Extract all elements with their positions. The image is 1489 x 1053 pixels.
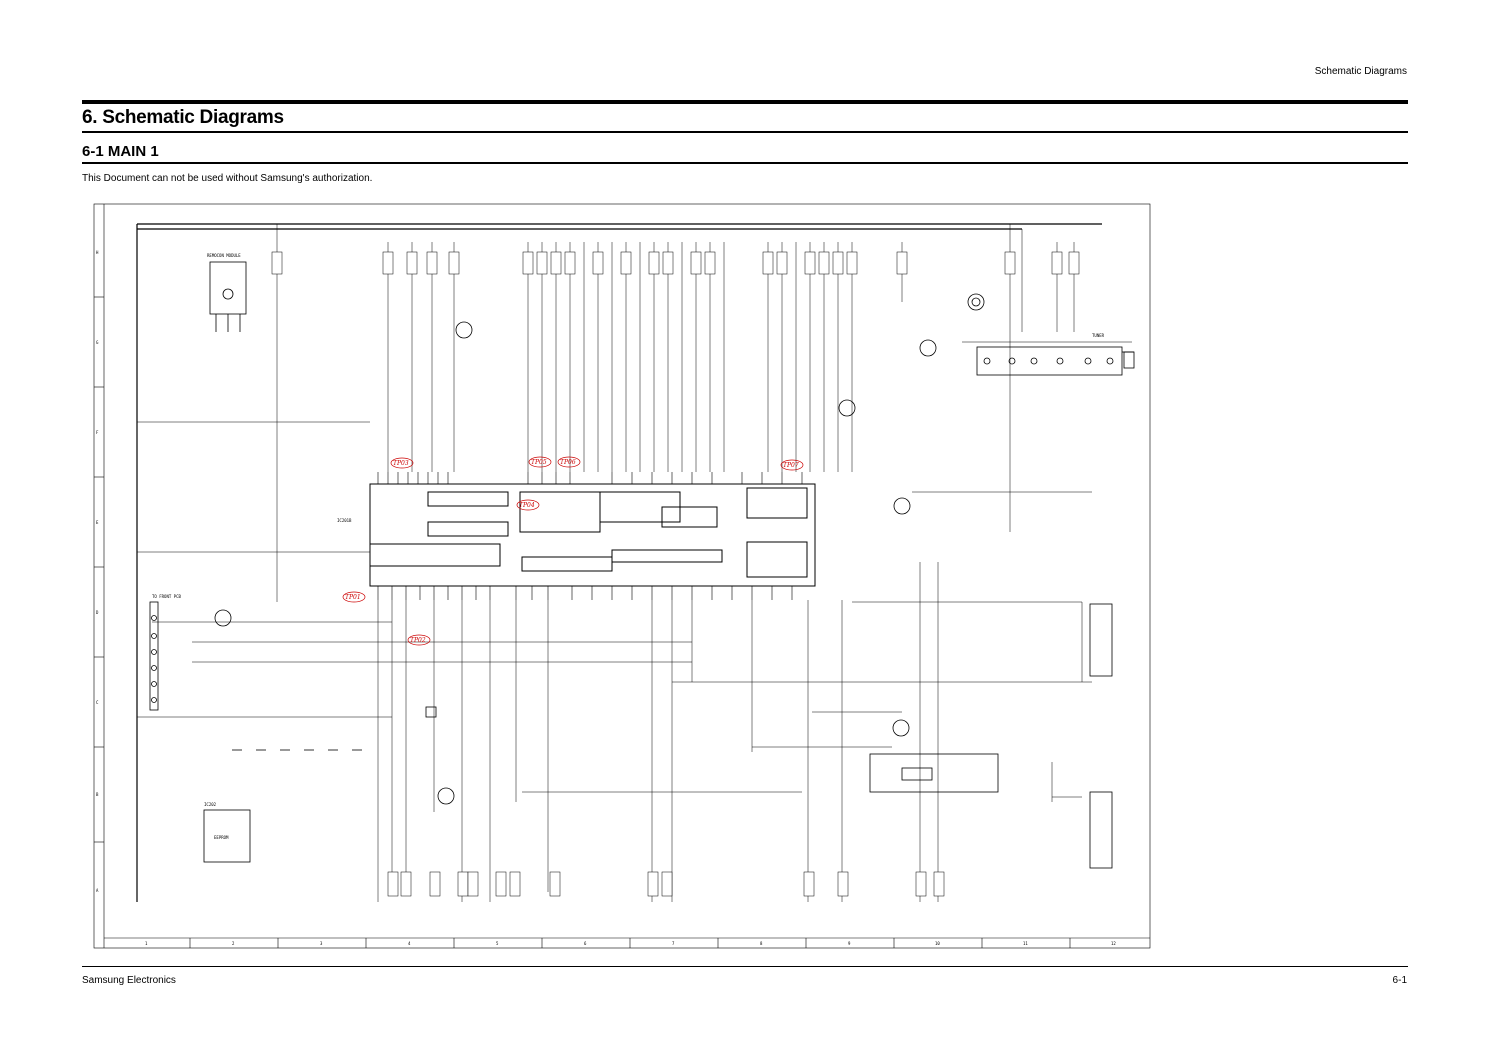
page-number: 6-1 <box>1392 975 1407 986</box>
col-number: 6 <box>584 941 587 946</box>
test-point-tp07: TP07 <box>783 462 799 469</box>
row-letter: F <box>96 430 99 435</box>
tuner-label: TUNER <box>1092 333 1105 338</box>
remocon-label: REMOCON MODULE <box>207 253 241 258</box>
col-number: 12 <box>1111 941 1116 946</box>
running-header: Schematic Diagrams <box>1314 66 1407 77</box>
col-number: 10 <box>935 941 940 946</box>
main-ic-label: IC201B <box>337 518 352 523</box>
test-point-tp06: TP06 <box>560 459 576 466</box>
front-pcb-label: TO FRONT PCB <box>152 594 181 599</box>
section-rule <box>82 162 1408 164</box>
schematic-diagram: REMOCON MODULE TO FRONT PCB IC201B IC202… <box>93 203 1151 949</box>
schematic-frame <box>93 203 1151 949</box>
authorization-notice: This Document can not be used without Sa… <box>82 173 373 184</box>
main-ic <box>369 483 816 587</box>
row-letter: B <box>96 792 99 797</box>
row-letter: H <box>96 250 99 255</box>
title-rule <box>82 131 1408 133</box>
remocon-module <box>209 261 247 332</box>
section-title: 6-1 MAIN 1 <box>82 143 159 160</box>
footer-company: Samsung Electronics <box>82 975 176 986</box>
test-point-tp04: TP04 <box>519 502 535 509</box>
row-letter: A <box>96 888 99 893</box>
footer-rule <box>82 966 1408 967</box>
col-number: 4 <box>408 941 411 946</box>
test-point-tp05: TP05 <box>531 459 547 466</box>
row-letter: C <box>96 700 99 705</box>
col-number: 11 <box>1023 941 1028 946</box>
row-letter: D <box>96 610 99 615</box>
test-point-tp01: TP01 <box>345 594 361 601</box>
front-pcb-connector <box>149 601 159 711</box>
row-letter: G <box>96 340 99 345</box>
audio-ic <box>869 753 999 793</box>
col-number: 7 <box>672 941 675 946</box>
eeprom-ic-label: IC202 <box>204 802 217 807</box>
col-number: 9 <box>848 941 851 946</box>
col-number: 1 <box>145 941 148 946</box>
eeprom-label: EEPROM <box>214 835 229 840</box>
header-rule <box>82 100 1408 104</box>
col-number: 8 <box>760 941 763 946</box>
col-number: 5 <box>496 941 499 946</box>
chapter-title: 6. Schematic Diagrams <box>82 107 284 128</box>
col-number: 2 <box>232 941 235 946</box>
test-point-tp02: TP02 <box>410 637 426 644</box>
row-letter: E <box>96 520 99 525</box>
test-point-tp03: TP03 <box>393 460 409 467</box>
eeprom-ic <box>203 809 251 863</box>
tuner-block <box>967 293 1135 376</box>
col-number: 3 <box>320 941 323 946</box>
